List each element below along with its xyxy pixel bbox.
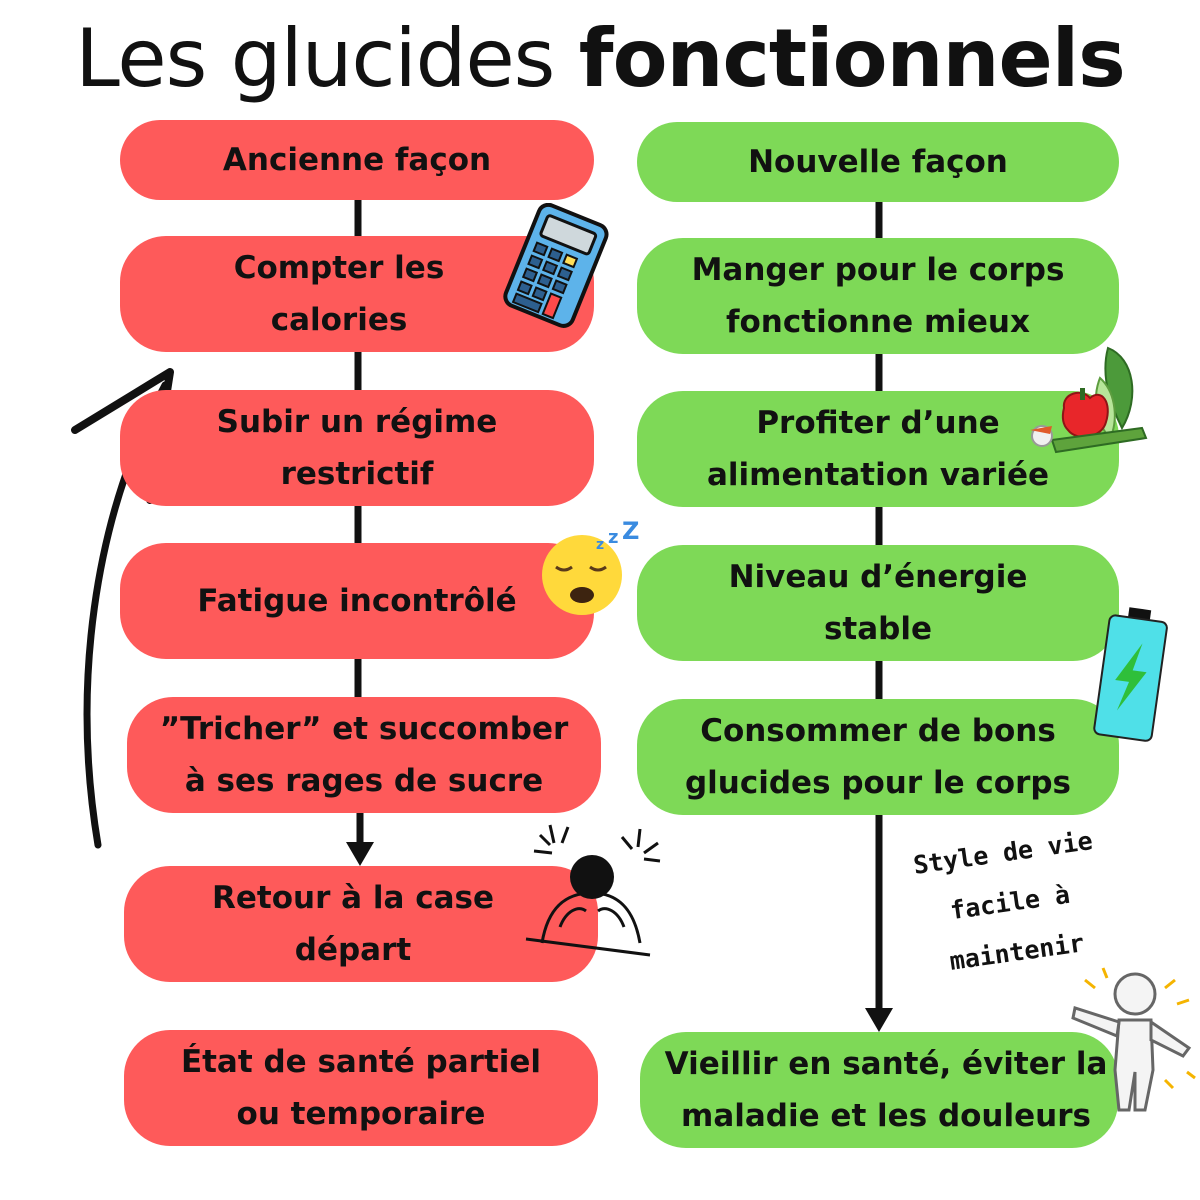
sleepy-face-icon: z z Z xyxy=(542,517,639,615)
stressed-person-icon xyxy=(525,824,661,957)
title-bold: fonctionnels xyxy=(578,12,1126,105)
page-title: Les glucides fonctionnels xyxy=(0,14,1200,104)
new-way-header: Nouvelle façon xyxy=(637,122,1119,202)
svg-text:z: z xyxy=(608,527,618,548)
new-step-2: Profiter d’une alimentation variée xyxy=(637,391,1119,507)
new-step-4: Consommer de bons glucides pour le corps xyxy=(637,699,1119,815)
left-arrow-head xyxy=(346,842,374,866)
old-step-4: ”Tricher” et succomber à ses rages de su… xyxy=(127,697,601,813)
old-step-2: Subir un régime restrictif xyxy=(120,390,594,506)
right-arrow-head xyxy=(865,1008,893,1032)
new-step-3: Niveau d’énergie stable xyxy=(637,545,1119,661)
old-step-6: État de santé partiel ou temporaire xyxy=(124,1030,598,1146)
svg-text:z: z xyxy=(596,537,604,553)
happy-person-icon xyxy=(1071,967,1196,1112)
calculator-icon xyxy=(503,203,609,328)
old-step-1: Compter les calories xyxy=(120,236,594,352)
old-way-header: Ancienne façon xyxy=(120,120,594,200)
svg-text:Z: Z xyxy=(622,517,639,545)
vegetables-icon xyxy=(1030,346,1148,454)
new-step-1: Manger pour le corps fonctionne mieux xyxy=(637,238,1119,354)
old-step-3: Fatigue incontrôlé xyxy=(120,543,594,659)
battery-icon xyxy=(1093,607,1168,742)
old-step-5: Retour à la case départ xyxy=(124,866,598,982)
new-step-5: Vieillir en santé, éviter la maladie et … xyxy=(640,1032,1118,1148)
title-regular: Les glucides xyxy=(75,12,555,105)
